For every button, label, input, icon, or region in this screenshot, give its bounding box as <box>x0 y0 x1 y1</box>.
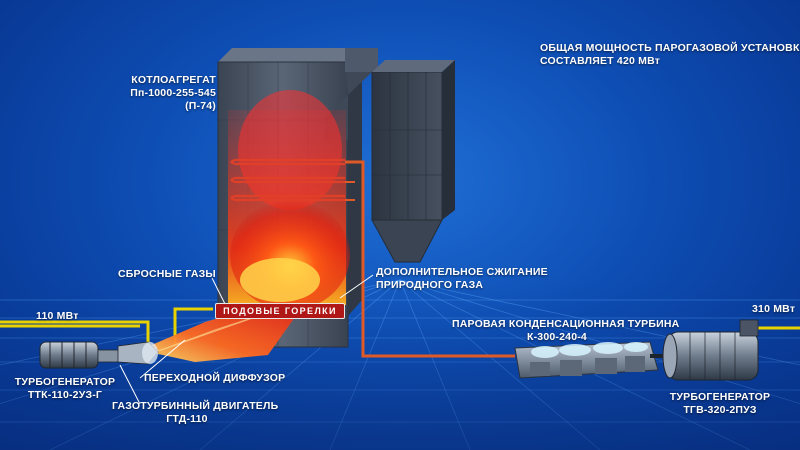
afterburning-line2: ПРИРОДНОГО ГАЗА <box>376 279 484 291</box>
power-left-label: 110 МВт <box>36 310 79 322</box>
total-power-label: ОБЩАЯ МОЩНОСТЬ ПАРОГАЗОВОЙ УСТАНОВКИ СОС… <box>540 42 800 68</box>
furnace-flame <box>228 90 350 310</box>
boiler-label-line3: (П-74) <box>185 100 216 112</box>
turbogenerator-right <box>662 319 759 381</box>
exhaust-gases-label: СБРОСНЫЕ ГАЗЫ <box>118 268 216 280</box>
bottom-burners-tag: ПОДОВЫЕ ГОРЕЛКИ <box>215 303 345 319</box>
transition-diffuser-label: ПЕРЕХОДНОЙ ДИФФУЗОР <box>144 372 286 384</box>
gas-turbine-label: ГАЗОТУРБИННЫЙ ДВИГАТЕЛЬ ГТД-110 <box>112 400 279 426</box>
turbogenerator-left-label: ТУРБОГЕНЕРАТОР ТТК-110-2УЗ-Г <box>10 376 120 402</box>
power-right-label: 310 МВт <box>752 303 796 315</box>
total-power-line2: СОСТАВЛЯЕТ 420 МВт <box>540 55 661 67</box>
boiler-label-line1: КОТЛОАГРЕГАТ <box>131 74 216 86</box>
steam-pipe <box>345 160 515 358</box>
steam-turbine-line1: ПАРОВАЯ КОНДЕНСАЦИОННАЯ ТУРБИНА <box>452 318 680 330</box>
turbogenerator-left-line1: ТУРБОГЕНЕРАТОР <box>14 376 116 388</box>
gas-turbine-line2: ГТД-110 <box>166 413 208 425</box>
afterburning-line1: ДОПОЛНИТЕЛЬНОЕ СЖИГАНИЕ <box>376 266 548 278</box>
convective-shaft <box>325 48 455 263</box>
gas-turbine-engine <box>117 341 159 365</box>
turbogenerator-right-line1: ТУРБОГЕНЕРАТОР <box>669 391 771 403</box>
gas-turbine-line1: ГАЗОТУРБИННЫЙ ДВИГАТЕЛЬ <box>112 400 279 412</box>
boiler-label: КОТЛОАГРЕГАТ Пп-1000-255-545 (П-74) <box>128 74 216 113</box>
steam-turbine-label: ПАРОВАЯ КОНДЕНСАЦИОННАЯ ТУРБИНА К-300-24… <box>452 318 680 344</box>
power-line-left <box>0 307 213 345</box>
total-power-line1: ОБЩАЯ МОЩНОСТЬ ПАРОГАЗОВОЙ УСТАНОВКИ <box>540 42 800 54</box>
superheater-coils <box>230 158 345 202</box>
turbogenerator-right-line2: ТГВ-320-2ПУЗ <box>683 404 757 416</box>
turbogenerator-left <box>39 341 121 369</box>
steam-turbine-line2: К-300-240-4 <box>527 331 587 343</box>
boiler-label-line2: Пп-1000-255-545 <box>130 87 216 99</box>
turbogenerator-right-label: ТУРБОГЕНЕРАТОР ТГВ-320-2ПУЗ <box>665 391 775 417</box>
afterburning-label: ДОПОЛНИТЕЛЬНОЕ СЖИГАНИЕ ПРИРОДНОГО ГАЗА <box>376 266 548 292</box>
steam-turbine <box>514 341 672 379</box>
turbogenerator-left-line2: ТТК-110-2УЗ-Г <box>27 389 103 401</box>
